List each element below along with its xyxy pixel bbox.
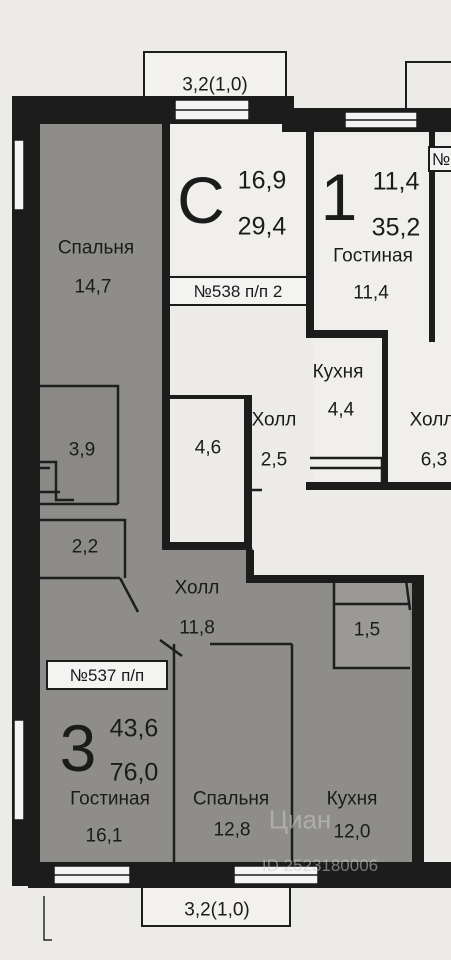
apt-three-kitchen-area: 12,0 xyxy=(333,821,371,843)
apt-three-living-name: Гостиная xyxy=(70,788,150,810)
apt-three-living-area: 43,6 xyxy=(109,714,159,743)
balcony-top-label: 3,2(1,0) xyxy=(182,74,248,96)
apt-one-number-tag: № xyxy=(428,146,451,172)
interior-walls xyxy=(162,124,451,583)
apt-three-closet-area: 3,9 xyxy=(68,439,96,461)
apt-three-number-tag: №537 п/п xyxy=(46,660,168,690)
apt-one-kitchen-area: 4,4 xyxy=(327,399,355,421)
apt-three-bath-area: 2,2 xyxy=(71,536,99,558)
windows xyxy=(13,99,418,885)
apt-three-hall-area: 11,8 xyxy=(179,617,215,639)
studio-hall-name: Холл xyxy=(251,409,297,431)
apt-studio-living-area: 16,9 xyxy=(237,166,287,195)
apt-studio-number-tag: №538 п/п 2 xyxy=(168,276,308,306)
watermark-brand: Циан xyxy=(268,804,332,835)
studio-room-area: 4,6 xyxy=(194,437,222,459)
apt-three-bedroom2-name: Спальня xyxy=(192,788,270,810)
apt-studio-type: С xyxy=(177,163,225,237)
apt-one-total-area: 35,2 xyxy=(371,213,421,242)
apt-one-kitchen-name: Кухня xyxy=(312,361,364,383)
studio-hall-area: 2,5 xyxy=(260,449,288,471)
apt-one-type: 1 xyxy=(320,160,358,234)
apt-three-wc-area: 1,5 xyxy=(353,619,381,641)
watermark-id: ID 2523180006 xyxy=(261,856,379,875)
apt-one-living-area-label: 11,4 xyxy=(353,282,389,304)
apt-one-hall-name: Холл xyxy=(409,409,451,431)
apt-one-living-name: Гостиная xyxy=(333,245,413,267)
apt-three-kitchen-name: Кухня xyxy=(326,788,378,810)
balcony-bottom-label: 3,2(1,0) xyxy=(184,899,250,921)
partition-lines xyxy=(40,384,412,862)
apt-three-living-area-label: 16,1 xyxy=(85,825,123,847)
apt-three-total-area: 76,0 xyxy=(109,758,159,787)
dimension-line xyxy=(43,896,52,941)
apt-three-bedroom1-area: 14,7 xyxy=(74,276,112,298)
apt-three-bedroom1-name: Спальня xyxy=(57,237,135,259)
apt-three-hall-name: Холл xyxy=(174,577,220,599)
apt-one-hall-area: 6,3 xyxy=(420,449,448,471)
apt-three-bedroom2-area: 12,8 xyxy=(213,819,251,841)
apt-one-living-area: 11,4 xyxy=(372,167,420,196)
apt-studio-total-area: 29,4 xyxy=(237,212,287,241)
apt-three-type: 3 xyxy=(59,711,97,785)
